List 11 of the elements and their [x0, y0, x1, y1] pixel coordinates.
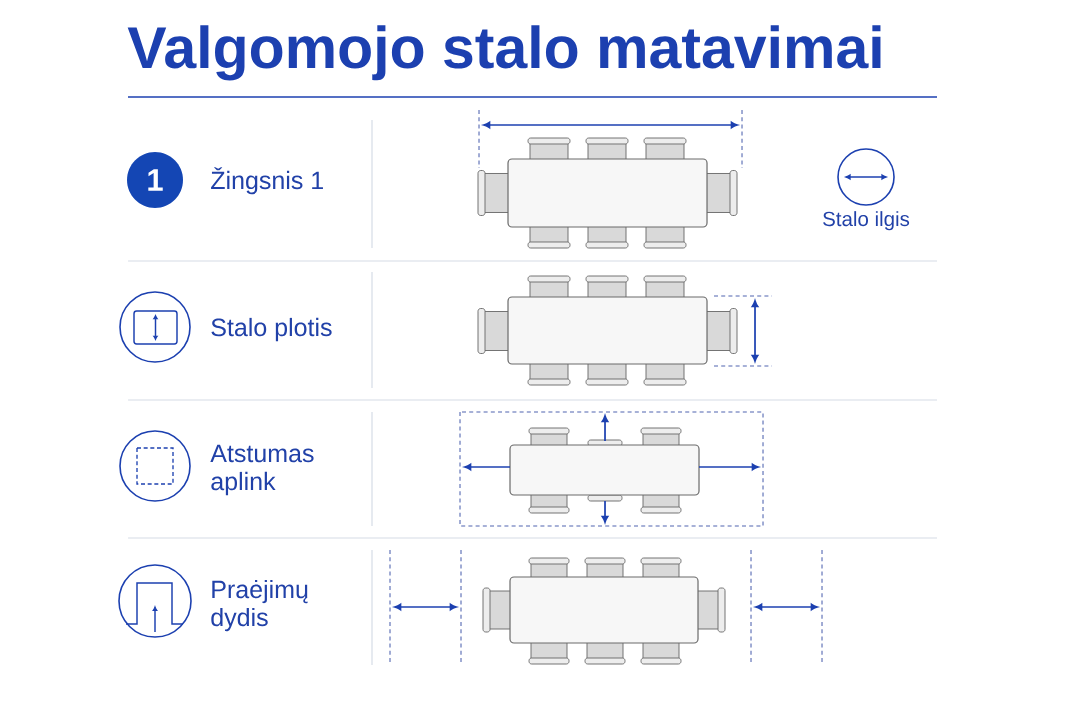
icon-caption: Stalo ilgis	[823, 211, 910, 231]
step-label: Žingsnis 1	[211, 167, 323, 195]
step-label: Stalo plotis	[211, 317, 332, 342]
step-label: Praėjimų dydis	[211, 579, 308, 632]
title: Valgomojo stalo matavimai	[127, 25, 881, 81]
step-label: Atstumas aplink	[210, 444, 314, 496]
clearance-icon	[119, 430, 191, 502]
length-icon	[837, 148, 895, 206]
doorway-icon	[118, 564, 192, 638]
step-badge: 1	[127, 152, 183, 208]
width-icon	[119, 291, 191, 363]
